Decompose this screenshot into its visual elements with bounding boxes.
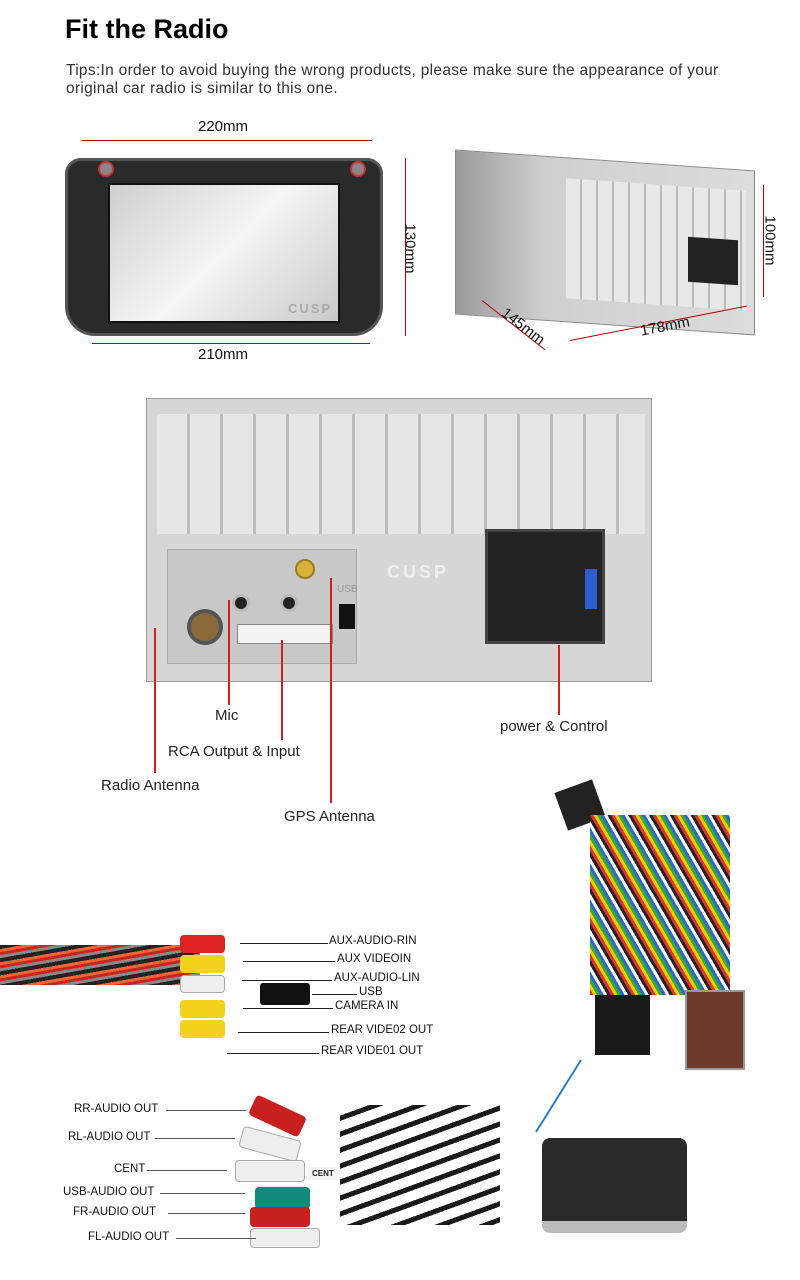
audio-cable-photo: CENT	[230, 1094, 510, 1255]
page-title: Fit the Radio	[65, 14, 229, 44]
audio-label-fr: FR-AUDIO OUT	[73, 1206, 157, 1218]
rear-panel-photo: USB CUSP	[146, 398, 652, 682]
brand-watermark: CUSP	[288, 301, 333, 316]
connector-photo	[542, 1138, 687, 1233]
audio-label-usb: USB-AUDIO OUT	[63, 1186, 155, 1198]
cable-label-rear-video1-out: REAR VIDE01 OUT	[321, 1045, 424, 1057]
brand-watermark: CUSP	[387, 562, 450, 582]
cable-label-aux-audio-lin: AUX-AUDIO-LIN	[334, 972, 420, 984]
harness-photo	[520, 775, 760, 1075]
dim-back-height: 100mm	[761, 215, 779, 266]
cable-label-rear-video2-out: REAR VIDE02 OUT	[331, 1024, 434, 1036]
video-cable-photo	[0, 875, 310, 1050]
back-unit-photo	[455, 149, 755, 336]
cent-tag: CENT	[308, 1167, 338, 1180]
cable-label-aux-audio-rin: AUX-AUDIO-RIN	[329, 935, 417, 947]
label-mic: Mic	[215, 707, 239, 724]
audio-label-cent: CENT	[114, 1163, 146, 1175]
front-radio-photo: CUSP	[65, 158, 383, 336]
dim-front-bottom: 210mm	[198, 346, 249, 363]
cable-label-usb: USB	[359, 986, 383, 998]
audio-label-rl: RL-AUDIO OUT	[68, 1131, 151, 1143]
label-power-control: power & Control	[500, 718, 608, 735]
usb-mark: USB	[337, 584, 358, 595]
label-rca: RCA Output & Input	[168, 743, 300, 760]
audio-label-rr: RR-AUDIO OUT	[74, 1103, 159, 1115]
label-radio-antenna: Radio Antenna	[101, 777, 200, 794]
audio-label-fl: FL-AUDIO OUT	[88, 1231, 170, 1243]
dim-front-height: 130mm	[401, 223, 419, 274]
label-gps-antenna: GPS Antenna	[284, 808, 375, 825]
tips-text: Tips:In order to avoid buying the wrong …	[66, 62, 719, 97]
cable-label-aux-videoin: AUX VIDEOIN	[337, 953, 412, 965]
dim-front-top: 220mm	[198, 118, 249, 135]
cable-label-camera-in: CAMERA IN	[335, 1000, 399, 1012]
